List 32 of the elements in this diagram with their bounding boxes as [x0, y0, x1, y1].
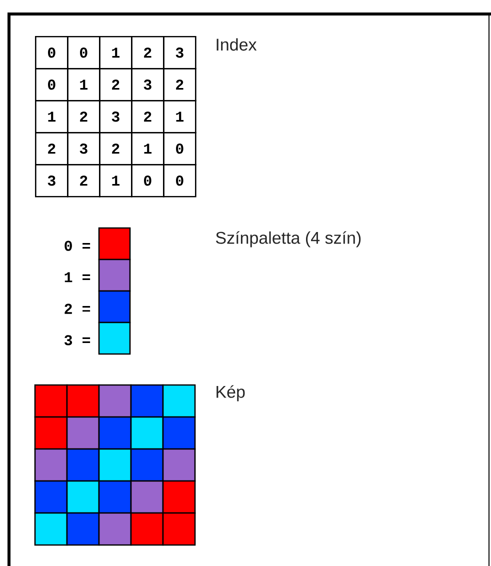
- table-cell: 3: [131, 68, 164, 102]
- table-cell: 2: [163, 68, 196, 102]
- legend-label: 1 =: [64, 272, 90, 282]
- section-title: Színpaletta (4 szín): [216, 231, 361, 248]
- table-cell: 2: [99, 68, 132, 102]
- table-cell: 3: [163, 36, 196, 70]
- table-cell: 0: [131, 164, 164, 198]
- table-cell: 3: [35, 164, 68, 198]
- table-cell: 0: [163, 164, 196, 198]
- table-cell: 1: [163, 100, 196, 134]
- legend-label: 3 =: [64, 335, 90, 346]
- table-cell: 3: [99, 100, 132, 134]
- table-cell: 1: [99, 36, 132, 70]
- section-title: Kép: [216, 385, 245, 402]
- legend-label: 0 =: [64, 240, 90, 251]
- table-cell: 0: [35, 36, 68, 70]
- legend-label: 2 =: [64, 304, 90, 314]
- table-cell: 2: [131, 100, 164, 134]
- table-cell: 0: [67, 36, 100, 70]
- table-cell: 2: [131, 36, 164, 70]
- table-cell: 1: [99, 164, 132, 198]
- table-cell: 1: [131, 132, 164, 166]
- section-title: Index: [216, 38, 257, 51]
- table-cell: 0: [35, 68, 68, 102]
- table-cell: 2: [67, 100, 100, 134]
- table-cell: 2: [99, 132, 132, 166]
- table-cell: 2: [35, 132, 68, 166]
- table-cell: 1: [67, 68, 100, 102]
- table-cell: 2: [67, 164, 100, 198]
- table-cell: 0: [163, 132, 196, 166]
- table-cell: 3: [67, 132, 100, 166]
- table-cell: 1: [35, 100, 68, 134]
